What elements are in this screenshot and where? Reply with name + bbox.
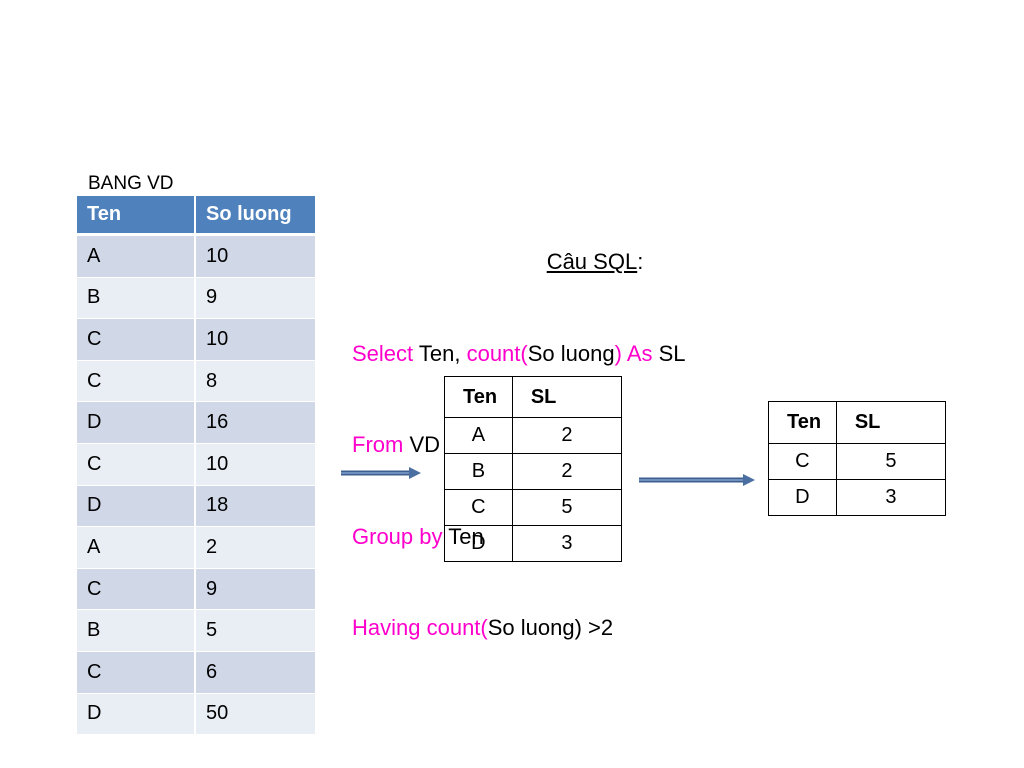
right-arrow-icon bbox=[341, 467, 421, 479]
cell-ten: C bbox=[768, 443, 837, 480]
cell-sl: 5 bbox=[836, 443, 947, 480]
kw-group-by: Group by bbox=[352, 523, 443, 549]
cell-ten: D bbox=[77, 485, 196, 528]
cell-ten: B bbox=[77, 610, 196, 652]
sql-text: Ten, bbox=[413, 340, 467, 366]
header-so-luong: So luong bbox=[196, 196, 315, 236]
cell-ten: D bbox=[77, 402, 196, 444]
cell-ten: C bbox=[444, 489, 513, 526]
cell-so-luong: 16 bbox=[196, 402, 315, 444]
right-arrow-icon bbox=[639, 474, 755, 486]
kw-having-count: Having count( bbox=[352, 615, 488, 640]
cell-so-luong: 9 bbox=[196, 277, 315, 320]
cell-sl: 2 bbox=[512, 417, 623, 454]
cell-so-luong: 50 bbox=[196, 693, 315, 736]
sql-line-from: From VD bbox=[352, 430, 838, 461]
sql-title-line: Câu SQL: bbox=[352, 247, 838, 278]
sql-text: So luong bbox=[527, 340, 615, 366]
cell-ten: A bbox=[77, 236, 196, 278]
grouped-header-row: Ten SL bbox=[444, 376, 623, 418]
cell-sl: 3 bbox=[512, 525, 623, 562]
cell-ten: D bbox=[768, 479, 837, 516]
kw-count: count( bbox=[466, 340, 528, 366]
cell-ten: C bbox=[77, 360, 196, 403]
cell-so-luong: 18 bbox=[196, 485, 315, 528]
having-header-sl: SL bbox=[836, 401, 947, 444]
cell-ten: C bbox=[77, 651, 196, 694]
cell-so-luong: 10 bbox=[196, 319, 315, 361]
cell-so-luong: 10 bbox=[196, 443, 315, 486]
cell-so-luong: 2 bbox=[196, 527, 315, 569]
cell-so-luong: 5 bbox=[196, 610, 315, 652]
main-table-header-row: Ten So luong bbox=[77, 196, 315, 236]
sql-line-select: Select Ten, count(So luong) As SL bbox=[352, 339, 838, 370]
cell-ten: D bbox=[77, 693, 196, 736]
kw-as: ) As bbox=[614, 340, 653, 366]
sql-title-suffix: : bbox=[637, 249, 644, 274]
cell-ten: C bbox=[77, 443, 196, 486]
cell-ten: B bbox=[77, 277, 196, 320]
kw-from: From bbox=[352, 432, 404, 457]
sql-text: So luong) >2 bbox=[487, 615, 614, 640]
sql-text: SL bbox=[652, 340, 686, 366]
sql-line-having: Having count(So luong) >2 bbox=[352, 613, 838, 644]
cell-so-luong: 8 bbox=[196, 360, 315, 403]
cell-ten: A bbox=[444, 417, 513, 454]
grouped-header-ten: Ten bbox=[444, 376, 513, 418]
cell-so-luong: 9 bbox=[196, 568, 315, 611]
kw-select: Select bbox=[352, 340, 414, 366]
cell-so-luong: 6 bbox=[196, 651, 315, 694]
cell-ten: D bbox=[444, 525, 513, 562]
cell-ten: C bbox=[77, 319, 196, 361]
cell-sl: 2 bbox=[512, 453, 623, 490]
cell-sl: 5 bbox=[512, 489, 623, 526]
cell-ten: A bbox=[77, 527, 196, 569]
sql-text: VD bbox=[403, 432, 441, 457]
having-header-row: Ten SL bbox=[768, 401, 947, 444]
cell-ten: B bbox=[444, 453, 513, 490]
cell-ten: C bbox=[77, 568, 196, 611]
grouped-header-sl: SL bbox=[512, 376, 623, 418]
cell-sl: 3 bbox=[836, 479, 947, 516]
main-table-caption: BANG VD bbox=[88, 173, 174, 194]
having-header-ten: Ten bbox=[768, 401, 837, 444]
header-ten: Ten bbox=[77, 196, 196, 236]
cell-so-luong: 10 bbox=[196, 236, 315, 278]
sql-title: Câu SQL bbox=[546, 249, 638, 274]
